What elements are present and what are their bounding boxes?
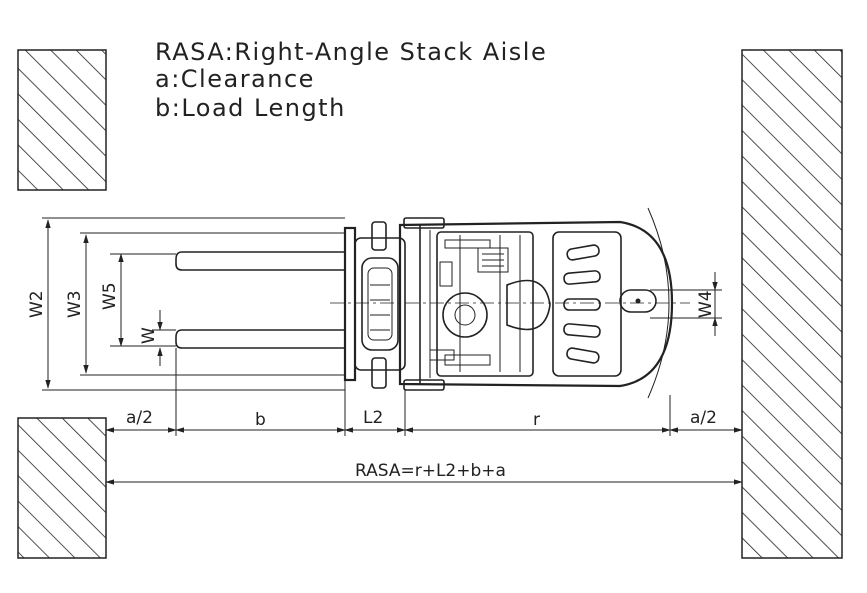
dim-w4: W4 [696,290,716,318]
dim-w5: W5 [100,282,120,310]
dim-w: W [139,327,159,344]
forks [175,251,345,349]
vertical-dimensions: W2 W3 W5 W [27,219,176,389]
wall-right [741,49,843,559]
truck-body [398,207,674,399]
rasa-dimension: RASA=r+L2+b+a [105,461,743,485]
dim-r: r [533,410,540,430]
fork-upper [175,251,345,271]
dim-b: b [255,410,266,430]
legend: RASA:Right-Angle Stack Aisle a:Clearance… [155,38,547,122]
dim-a-half-right: a/2 [690,408,717,428]
load-outline [42,217,345,391]
dim-a-half-left: a/2 [126,408,153,428]
dim-w3: W3 [65,290,85,318]
wall-bottom-left [17,417,107,559]
legend-rasa: RASA:Right-Angle Stack Aisle [155,38,547,66]
legend-load-length: b:Load Length [155,94,346,122]
extension-lines [105,348,743,436]
fork-carriage [343,221,406,389]
wall-top-left [17,49,107,191]
fork-lower [175,329,345,349]
walls [17,49,843,559]
dim-l2: L2 [363,408,383,428]
horizontal-dimensions: a/2 b L2 r a/2 [105,408,743,433]
w4-dimension: W4 [650,272,722,336]
dim-rasa-formula: RASA=r+L2+b+a [355,461,506,481]
truck-chassis [398,220,674,388]
legend-clearance: a:Clearance [155,65,315,93]
dim-w2: W2 [27,290,47,318]
